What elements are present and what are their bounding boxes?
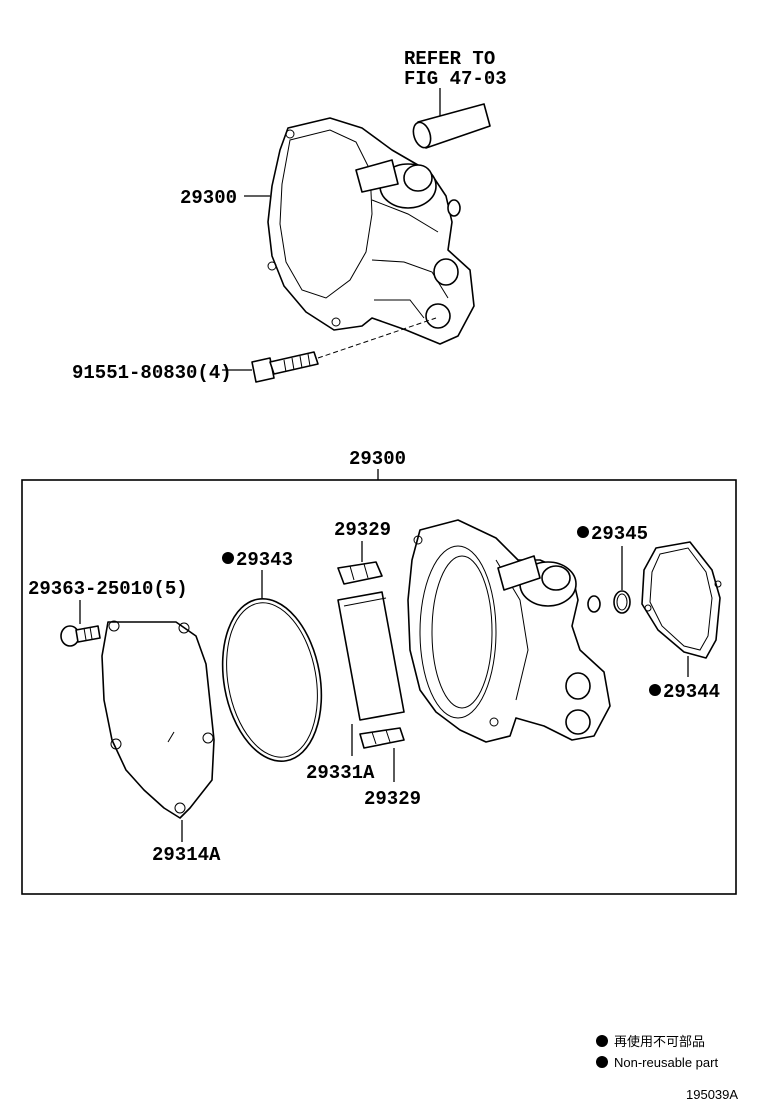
o-ring-small [613, 590, 631, 614]
nonreusable-dot-29343 [222, 552, 234, 564]
legend-japanese: 再使用不可部品 [614, 1034, 705, 1049]
refer-line-1: REFER TO [404, 48, 495, 70]
refer-line-2: FIG 47-03 [404, 68, 507, 90]
label-clip-top: 29329 [334, 519, 391, 541]
legend-dot-japanese [596, 1035, 608, 1047]
label-assembly-box: 29300 [349, 448, 406, 470]
clip-top [337, 561, 383, 585]
label-o-ring-large: 29343 [236, 549, 293, 571]
bolt-top [251, 351, 319, 383]
label-gasket: 29344 [663, 681, 720, 703]
bolt-guide-line [317, 317, 437, 359]
nonreusable-dot-29344 [649, 684, 661, 696]
label-o-ring-small: 29345 [591, 523, 648, 545]
label-screw: 29363-25010(5) [28, 578, 188, 600]
gasket [641, 541, 722, 659]
label-cover: 29314A [152, 844, 221, 866]
legend-dot-english [596, 1056, 608, 1068]
clip-bottom [359, 727, 405, 749]
label-bolt-top: 91551-80830(4) [72, 362, 232, 384]
figure-id: 195039A [686, 1087, 738, 1102]
legend-english: Non-reusable part [614, 1055, 718, 1070]
label-vane: 29331A [306, 762, 375, 784]
vacuum-pump-assembly-top [267, 117, 475, 345]
pump-housing [407, 519, 611, 743]
o-ring-large [221, 598, 323, 762]
screw [60, 625, 101, 647]
vane [337, 591, 405, 721]
label-clip-bottom: 29329 [364, 788, 421, 810]
cover-plate [101, 620, 215, 819]
hose [412, 103, 491, 149]
assembly-box [21, 479, 737, 895]
nonreusable-dot-29345 [577, 526, 589, 538]
label-assembly-top: 29300 [180, 187, 237, 209]
